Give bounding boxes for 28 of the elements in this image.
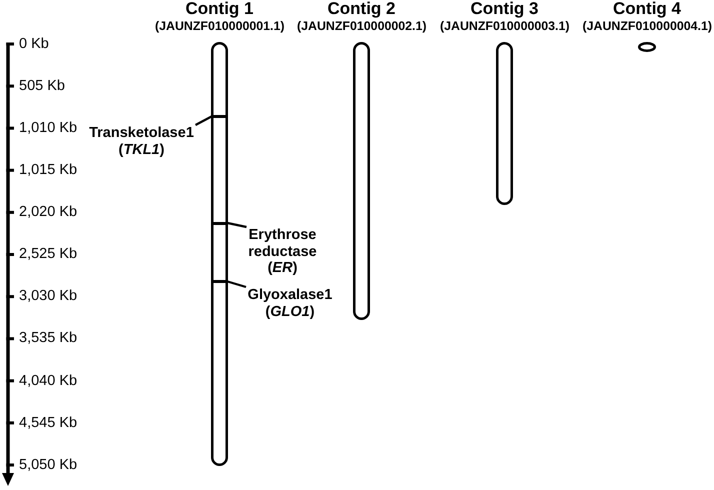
accession-label: (JAUNZF010000004.1) — [582, 19, 712, 33]
accession-label: (JAUNZF010000002.1) — [297, 19, 426, 33]
tick-label: 505 Kb — [19, 76, 65, 95]
contig-title: Contig 4 — [613, 0, 681, 18]
contig-title: Contig 1 — [186, 0, 254, 18]
tick-label: 0 Kb — [19, 34, 49, 53]
gene-band — [212, 222, 228, 224]
gene-label: Erythrose reductase (ER) — [246, 227, 318, 276]
leader-line — [227, 280, 246, 288]
gene-label: Transketolase1 (TKL1) — [88, 125, 196, 158]
contig-title: Contig 2 — [328, 0, 396, 18]
contig-title: Contig 3 — [470, 0, 538, 18]
tick-label: 1,010 Kb — [19, 118, 78, 137]
accession-label: (JAUNZF010000003.1) — [440, 19, 570, 33]
tick-label: 2,020 Kb — [19, 203, 78, 222]
tick-label: 4,040 Kb — [19, 372, 78, 390]
gene-band — [212, 280, 228, 283]
tick-label: 1,015 Kb — [19, 161, 78, 179]
tick-label: 4,545 Kb — [19, 414, 78, 432]
accession-label: (JAUNZF010000001.1) — [155, 19, 284, 33]
gene-label: Glyoxalase1 (GLO1) — [246, 287, 334, 320]
tick-label: 3,535 Kb — [19, 329, 78, 348]
leader-line — [194, 116, 212, 126]
gene-band — [212, 115, 228, 118]
tick-label: 2,525 Kb — [19, 245, 78, 264]
tick-label: 3,030 Kb — [19, 287, 78, 306]
tick-label: 5,050 Kb — [19, 456, 78, 474]
leader-line — [227, 222, 247, 228]
